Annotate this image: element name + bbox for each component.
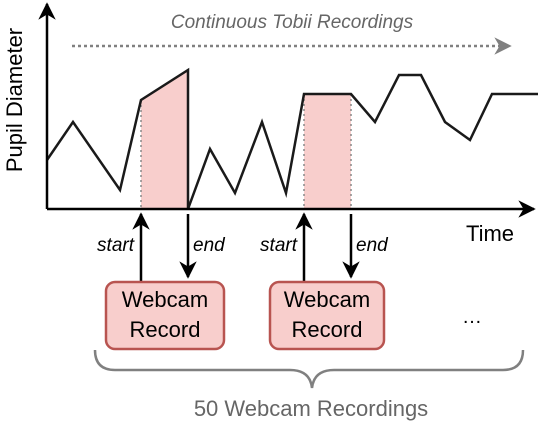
webcam-box-1-line1: Webcam: [122, 287, 208, 312]
webcam-record-box-1: Webcam Record: [104, 280, 226, 351]
recordings-brace: [93, 349, 525, 389]
start-label-1: start: [97, 235, 135, 256]
x-axis-label: Time: [466, 221, 514, 246]
webcam-recordings-count-label: 50 Webcam Recordings: [194, 396, 428, 421]
end-label-2: end: [356, 235, 389, 256]
webcam-record-box-2: Webcam Record: [268, 280, 386, 351]
recording-window-1: [141, 70, 188, 209]
webcam-box-1-line2: Record: [130, 317, 201, 342]
webcam-box-2-line2: Record: [292, 317, 363, 342]
tobii-recordings-label: Continuous Tobii Recordings: [171, 12, 414, 33]
start-label-2: start: [260, 235, 298, 256]
webcam-box-2-line1: Webcam: [284, 287, 370, 312]
y-axis-label: Pupil Diameter: [2, 28, 27, 172]
end-label-1: end: [193, 235, 226, 256]
more-recordings-ellipsis: …: [462, 306, 482, 328]
pupil-signal-line: [45, 67, 190, 209]
recording-window-2: [304, 94, 351, 209]
pupil-signal-line-2: [186, 73, 538, 210]
